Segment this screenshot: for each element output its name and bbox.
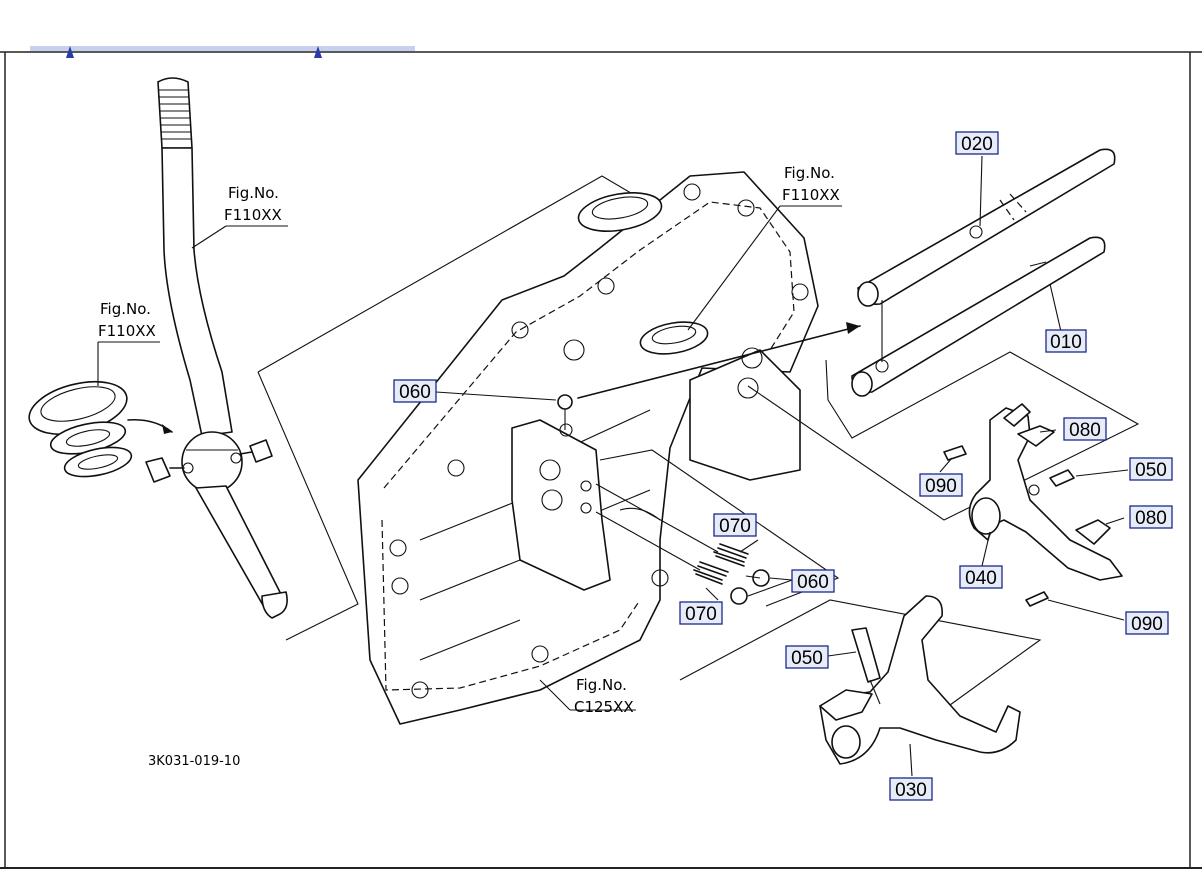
part-number: 090 xyxy=(925,476,957,497)
callout-070-upper[interactable]: 070 xyxy=(713,513,757,537)
part-number: 010 xyxy=(1050,332,1082,353)
part-number: 080 xyxy=(1135,508,1167,529)
fig-ref-code: F110XX xyxy=(98,322,156,340)
fig-ref-label: Fig.No. xyxy=(228,184,279,202)
fig-ref-code: C125XX xyxy=(574,698,634,716)
frame-border xyxy=(0,51,1202,869)
fig-ref-seal-kit: Fig.No. F110XX xyxy=(98,300,156,340)
part-number: 090 xyxy=(1131,614,1163,635)
callout-060-lower[interactable]: 060 xyxy=(791,569,835,593)
callout-040[interactable]: 040 xyxy=(959,565,1003,589)
fig-ref-code: F110XX xyxy=(224,206,282,224)
header-stripe-fragment xyxy=(30,46,415,58)
callout-010[interactable]: 010 xyxy=(1045,329,1087,353)
fig-ref-label: Fig.No. xyxy=(576,676,627,694)
part-number: 050 xyxy=(791,648,823,669)
fig-ref-top-boot: Fig.No. F110XX xyxy=(782,164,840,204)
seal-kit xyxy=(28,380,173,478)
shift-housing xyxy=(357,171,819,725)
part-number: 050 xyxy=(1135,460,1167,481)
part-number: 040 xyxy=(965,568,997,589)
fig-ref-label: Fig.No. xyxy=(784,164,835,182)
part-number: 030 xyxy=(895,780,927,801)
part-number: 060 xyxy=(797,572,829,593)
callout-030[interactable]: 030 xyxy=(889,777,933,801)
part-number: 020 xyxy=(961,134,993,155)
shift-lever xyxy=(145,77,288,619)
callout-080-lower[interactable]: 080 xyxy=(1129,505,1173,529)
drawing-code: 3K031-019-10 xyxy=(148,754,240,769)
part-number: 080 xyxy=(1069,420,1101,441)
lever-plane-outline xyxy=(257,175,637,641)
callout-020[interactable]: 020 xyxy=(955,131,999,155)
callout-leaders xyxy=(97,155,1129,777)
part-number: 070 xyxy=(685,604,717,625)
shift-shafts xyxy=(577,148,1116,399)
shaft-plane-outline xyxy=(747,351,1140,521)
fig-ref-shift-lever: Fig.No. F110XX xyxy=(224,184,282,224)
callout-080-upper[interactable]: 080 xyxy=(1063,417,1107,441)
callout-060-upper[interactable]: 060 xyxy=(393,379,437,403)
part-number: 070 xyxy=(719,516,751,537)
fig-ref-code: F110XX xyxy=(782,186,840,204)
callout-050-lower[interactable]: 050 xyxy=(785,645,829,669)
fig-ref-housing: Fig.No. C125XX xyxy=(574,676,634,716)
fig-ref-label: Fig.No. xyxy=(100,300,151,318)
callout-050-upper[interactable]: 050 xyxy=(1129,457,1173,481)
callout-090-lower[interactable]: 090 xyxy=(1125,611,1169,635)
shift-fork-040 xyxy=(943,403,1123,607)
detent-balls-springs xyxy=(557,394,770,605)
callout-070-lower[interactable]: 070 xyxy=(679,601,723,625)
callout-090-upper[interactable]: 090 xyxy=(919,473,963,497)
shift-fork-030 xyxy=(819,595,1021,765)
part-number: 060 xyxy=(399,382,431,403)
